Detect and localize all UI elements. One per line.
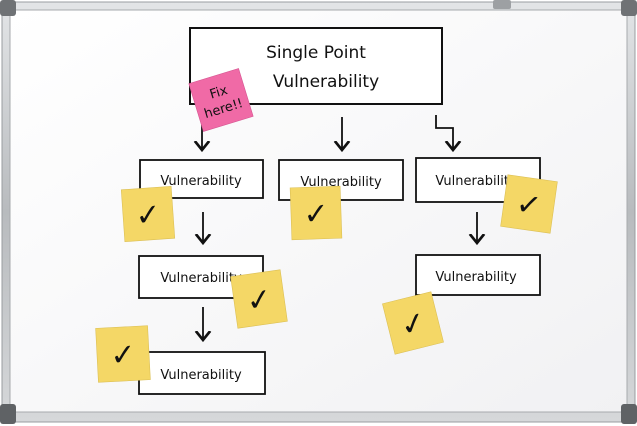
node-6-label: Vulnerability bbox=[160, 368, 242, 383]
check-icon: ✓ bbox=[514, 186, 544, 224]
check-note-3: ✓ bbox=[501, 175, 558, 233]
check-icon: ✓ bbox=[244, 281, 274, 319]
frame-corner-bottom-right bbox=[621, 404, 637, 424]
node-6: Vulnerability bbox=[139, 352, 265, 394]
node-5-label: Vulnerability bbox=[435, 270, 517, 285]
frame-corner-bottom-left bbox=[0, 404, 16, 424]
frame-corner-top-left bbox=[0, 0, 16, 16]
check-note-4: ✓ bbox=[231, 270, 288, 328]
frame-corner-top-right bbox=[621, 0, 637, 16]
check-icon: ✓ bbox=[110, 337, 137, 373]
check-icon: ✓ bbox=[303, 197, 329, 233]
node-3-label: Vulnerability bbox=[435, 174, 517, 189]
check-icon: ✓ bbox=[134, 197, 162, 234]
check-note-2: ✓ bbox=[290, 186, 342, 240]
node-1-label: Vulnerability bbox=[160, 174, 242, 189]
node-4-label: Vulnerability bbox=[160, 271, 242, 286]
check-note-1: ✓ bbox=[121, 186, 175, 241]
check-note-6: ✓ bbox=[96, 326, 151, 383]
root-line-1: Single Point bbox=[266, 43, 366, 63]
frame-top-clip bbox=[493, 0, 511, 9]
root-line-2: Vulnerability bbox=[273, 72, 379, 92]
node-5: Vulnerability bbox=[416, 255, 540, 295]
